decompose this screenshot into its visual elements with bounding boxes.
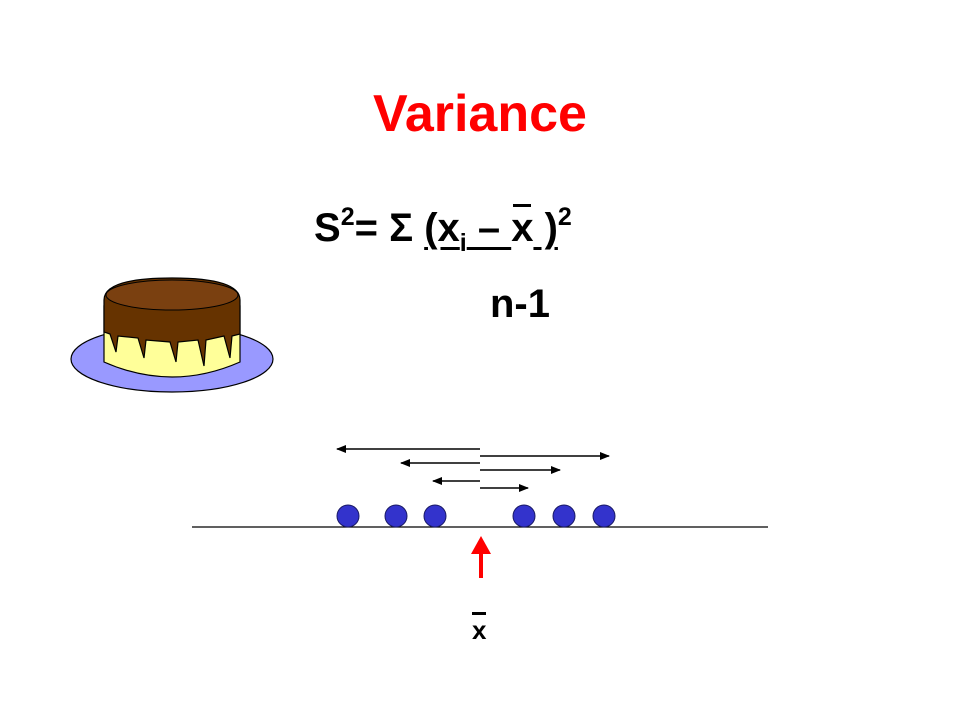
formula-close: ) [533,206,558,250]
mean-label: x [472,612,487,643]
data-point [423,504,447,528]
formula-lhs: S [314,206,341,250]
formula-minus: – [466,206,512,250]
cake-top [105,279,239,311]
data-point [512,504,536,528]
formula-numerator: (xi – x ) [424,204,558,256]
data-point [592,504,616,528]
slide-title: Variance [373,85,587,143]
up-arrow-icon [471,536,491,578]
data-point [552,504,576,528]
formula-open: (x [424,206,460,250]
variance-formula: S2= Σ (xi – x )2 [314,204,572,256]
formula-mean-symbol: x [511,204,534,250]
formula-denominator: n-1 [490,282,550,326]
cake-on-plate-icon [70,277,274,393]
formula-exponent: 2 [557,203,572,231]
formula-lhs-exponent: 2 [340,203,355,231]
formula-subscript: i [459,229,467,257]
data-point [336,504,360,528]
data-point [384,504,408,528]
formula-equals-sigma: = Σ [354,206,425,250]
